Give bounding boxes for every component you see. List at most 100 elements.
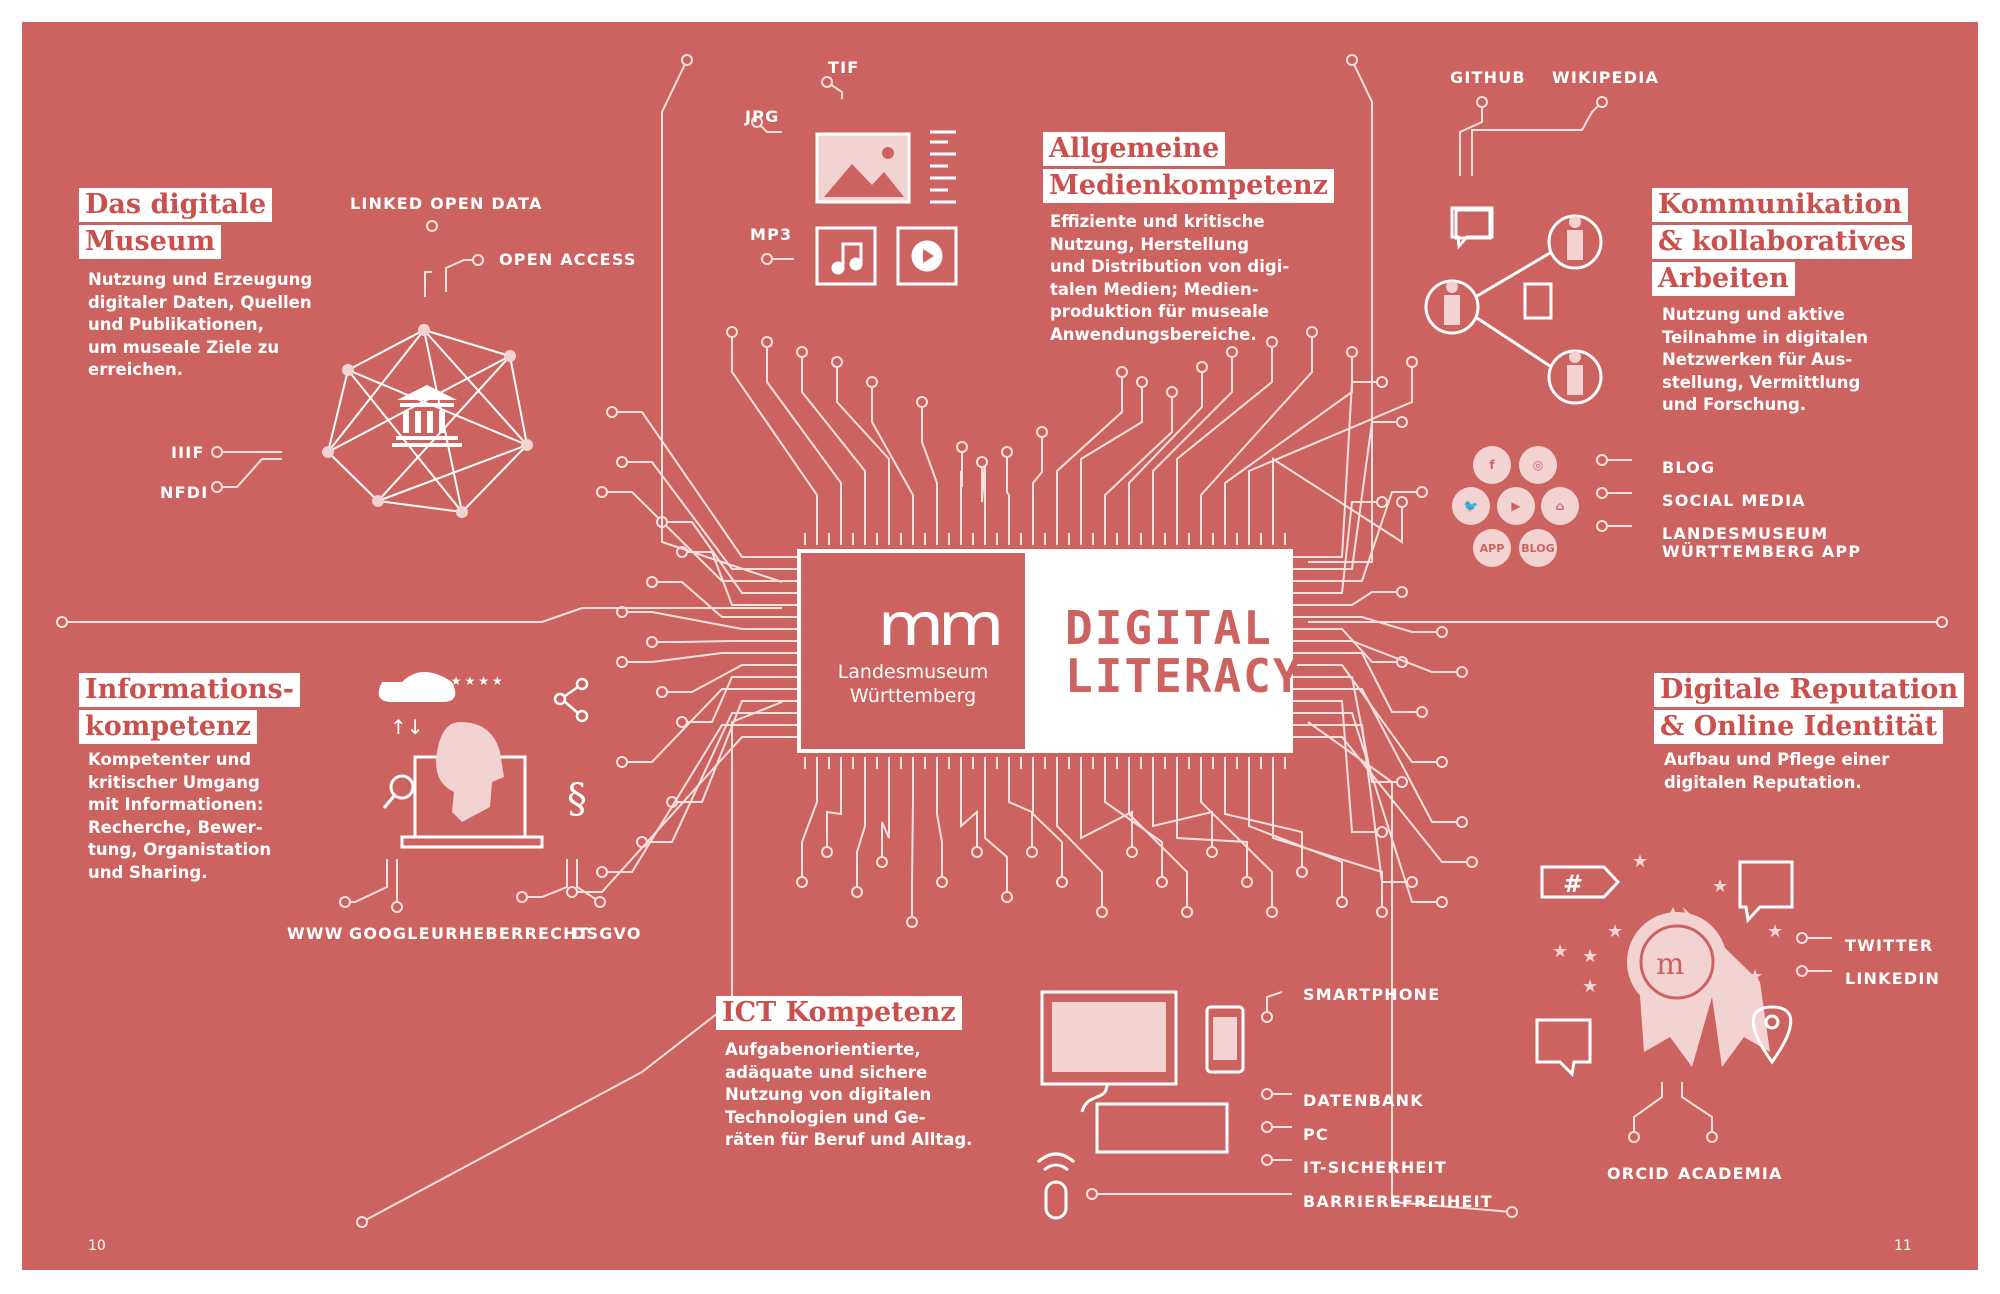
circuit-trace [1104,769,1163,882]
label-linkedin: LINKEDIN [1845,969,1941,988]
circuit-node [761,336,773,348]
ict-description: Aufgabenorientierte, adäquate und sicher… [725,1040,973,1149]
chip-logo-panel: ՠՠ Landesmuseum Württemberg [797,549,1029,753]
circuit-trace [1056,769,1103,912]
circuit-trace [1308,59,1373,563]
circuit-trace [1128,367,1203,533]
circuit-trace [984,769,1008,897]
reputation-heading-line1: Digitale Reputation [1654,673,1965,707]
circuit-node [1266,906,1278,918]
circuit-node [616,756,628,768]
circuit-trace [801,769,818,882]
chat-bubble-icons [1450,206,1794,1078]
reputation-description: Aufbau und Pflege einer digitalen Reputa… [1664,750,1890,792]
twitter-icon: 🐦 [1452,487,1490,525]
circuit-node [1506,1206,1518,1218]
chip-name-line2: Württemberg [849,685,977,707]
info-heading: Informations- kompetenz [79,673,300,747]
badge-logo-icon: m [1656,947,1684,982]
circuit-trace [960,769,978,852]
circuit-trace [1308,724,1412,883]
label-iiif: IIIF [171,443,205,462]
circuit-trace [1224,769,1303,872]
museum-heading-line2: Museum [79,225,222,259]
youtube-icon: ▶ [1497,487,1535,525]
rosette-badge-icon: m [1627,907,1770,1067]
circuit-trace [911,769,914,922]
circuit-trace [1308,491,1422,582]
svg-text:§: § [567,776,587,822]
circuit-trace [1152,352,1233,533]
circuit-trace [576,859,601,903]
circuit-node [1116,366,1128,378]
circuit-trace [1308,664,1442,763]
ict-heading: ICT Kompetenz [716,996,962,1033]
circuit-node [956,441,968,453]
circuit-trace [1248,362,1413,533]
media-heading-line2: Medienkompetenz [1043,169,1334,203]
circuit-trace [1128,769,1188,912]
circuit-trace [602,491,782,582]
circuit-trace [1459,102,1483,176]
circuit-trace [1032,769,1063,882]
circuit-trace [1272,457,1403,544]
circuit-trace [622,461,782,570]
circuit-node [1466,856,1478,868]
circuit-trace [1308,501,1382,594]
circuit-node [1056,876,1068,888]
music-file-icon [815,226,958,286]
circuit-trace [1633,1082,1663,1137]
circuit-node [1376,826,1388,838]
circuit-trace [1307,721,1513,1213]
label-blog: BLOG [1662,458,1716,477]
circuit-trace [1308,688,1462,823]
label-datenbank: DATENBANK [1303,1091,1424,1110]
circuit-trace [1266,991,1283,1017]
circuit-node [616,656,628,668]
circuit-node [1628,1131,1640,1143]
circuit-trace [871,382,914,533]
circuit-node [1261,1011,1273,1023]
circuit-node [1416,486,1428,498]
svg-text:★: ★ [1582,976,1598,997]
chip-title-panel: DIGITAL LITERACY [1025,549,1301,753]
circuit-node [796,876,808,888]
circuit-node [1456,816,1468,828]
circuit-node [1936,616,1948,628]
circuit-node [1396,496,1408,508]
circuit-node [1036,426,1048,438]
circuit-trace [217,458,282,488]
circuit-node [1306,326,1318,338]
circuit-node [1406,876,1418,888]
museum-description: Nutzung und Erzeugung digitaler Daten, Q… [88,270,313,379]
circuit-node [596,866,608,878]
svg-text:★: ★ [1712,876,1728,897]
circuit-node [1436,626,1448,638]
circuit-node [851,886,863,898]
circuit-node [1376,376,1388,388]
circuit-trace [1056,372,1123,533]
circuit-node [211,446,223,458]
circuit-node [1376,906,1388,918]
circuit-trace [1681,1082,1713,1137]
circuit-node [676,716,688,728]
circuit-trace [682,551,782,606]
svg-text:↑↓: ↑↓ [390,715,424,739]
circuit-trace [1471,101,1603,176]
circuit-node [1241,876,1253,888]
circuit-node [1796,965,1808,977]
circuit-node [1436,756,1448,768]
reputation-heading: Digitale Reputation & Online Identität [1654,673,1965,747]
svg-text:★: ★ [1632,851,1648,872]
graph-nodes-icon [322,324,533,518]
circuit-node [356,1216,368,1228]
circuit-node [472,254,484,266]
circuit-node [1261,1121,1273,1133]
circuit-trace [921,402,938,533]
circuit-node [761,253,773,265]
circuit-node [936,876,948,888]
circuit-node [1596,520,1608,532]
circuit-trace [602,724,782,873]
label-jpg: JPG [745,107,780,126]
facebook-icon: f [1473,446,1511,484]
